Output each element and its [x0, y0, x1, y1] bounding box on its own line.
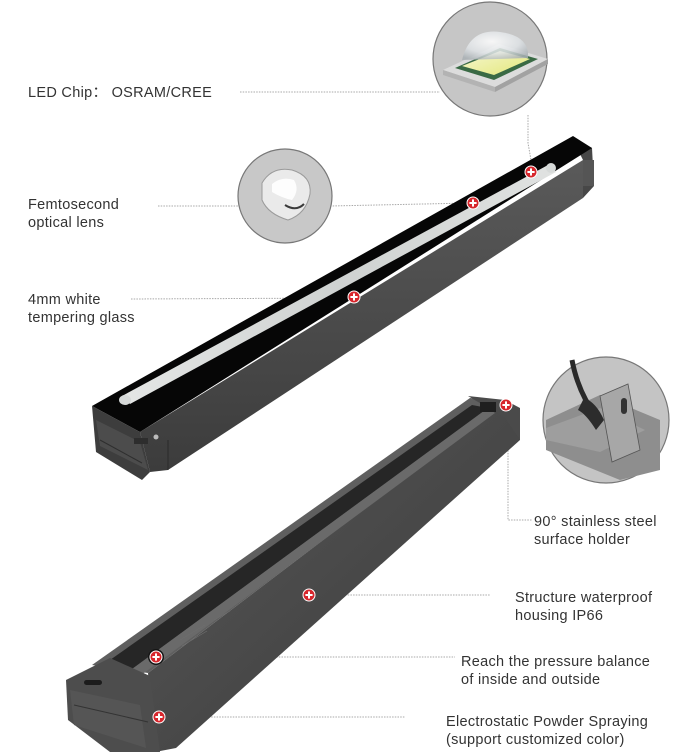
led-chip-detail-circle	[432, 1, 548, 117]
plus-circle-icon	[152, 710, 166, 724]
lens-detail-circle	[237, 148, 333, 244]
label-surface-holder: 90° stainless steel surface holder	[534, 514, 657, 548]
plus-circle-icon	[499, 398, 513, 412]
label-powder-spraying: Electrostatic Powder Spraying (support c…	[446, 714, 649, 748]
plus-circle-icon	[466, 196, 480, 210]
label-led-chip: LED Chip： OSRAM/CREE	[28, 85, 213, 101]
label-pressure-balance: Reach the pressure balance of inside and…	[461, 654, 651, 688]
label-waterproof-housing: Structure waterproof housing IP66	[515, 590, 653, 624]
label-tempering-glass: 4mm white tempering glass	[28, 292, 135, 326]
plus-circle-icon	[524, 165, 538, 179]
plus-circle-icon	[347, 290, 361, 304]
plus-circle-icon	[149, 650, 163, 664]
plus-circle-icon	[302, 588, 316, 602]
upper-fixture	[92, 136, 594, 480]
label-optical-lens: Femtosecond optical lens	[28, 197, 120, 231]
lower-fixture	[66, 396, 520, 752]
bracket-detail-circle	[542, 356, 670, 484]
